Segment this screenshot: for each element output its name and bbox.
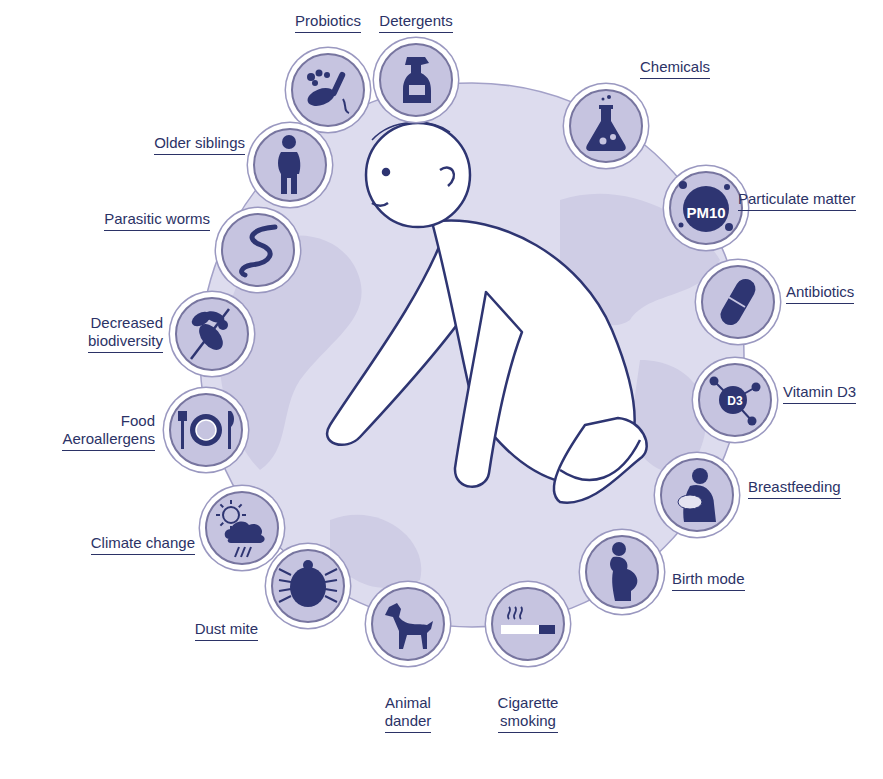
factor-circle: Breastfeeding — [660, 458, 734, 532]
factor-label: Breastfeeding — [748, 478, 841, 499]
baby-figure — [327, 122, 647, 502]
factor-circle: Chemicals — [569, 89, 643, 163]
factor-label: Probiotics — [295, 12, 361, 33]
factor-label: Climate change — [91, 534, 195, 555]
factor-label: Older siblings — [154, 134, 245, 155]
factor-label: Animal dander — [385, 694, 432, 733]
factor-label: Antibiotics — [786, 283, 854, 304]
factor-icon — [221, 213, 295, 287]
factor-label: Parasitic worms — [104, 210, 210, 231]
factor-icon — [371, 587, 445, 661]
factor-icon — [701, 265, 775, 339]
factor-label: Dust mite — [195, 620, 258, 641]
factor-icon — [491, 587, 565, 661]
continents — [219, 194, 720, 588]
factor-circle: Older siblings — [253, 128, 327, 202]
factor-label: Particulate matter — [738, 190, 856, 211]
factor-circle: Decreased biodiversity — [175, 297, 249, 371]
factor-icon — [569, 89, 643, 163]
factor-circle: Parasitic worms — [221, 213, 295, 287]
factor-label: Birth mode — [672, 570, 745, 591]
factor-circle: Cigarette smoking — [491, 587, 565, 661]
icon-text: PM10 — [686, 204, 725, 221]
factor-circle: Particulate matterPM10 — [669, 171, 743, 245]
factor-circle: Vitamin D3D3 — [698, 363, 772, 437]
factor-icon — [379, 43, 453, 117]
factor-circle: Antibiotics — [701, 265, 775, 339]
factor-label: Vitamin D3 — [783, 383, 856, 404]
factor-circle: Dust mite — [271, 549, 345, 623]
factor-circle: Climate change — [205, 491, 279, 565]
factor-label: Chemicals — [640, 58, 710, 79]
factor-circle: Detergents — [379, 43, 453, 117]
factor-icon — [253, 128, 327, 202]
factor-icon — [291, 53, 365, 127]
factor-icon — [585, 535, 659, 609]
factor-label: Food Aeroallergens — [62, 412, 155, 451]
factor-circle: Probiotics — [291, 53, 365, 127]
factor-circle: Animal dander — [371, 587, 445, 661]
factor-icon — [660, 458, 734, 532]
globe-ring — [200, 83, 744, 627]
factor-label: Detergents — [379, 12, 452, 33]
factor-circle: Birth mode — [585, 535, 659, 609]
icon-text: D3 — [727, 394, 742, 408]
factor-icon — [205, 491, 279, 565]
factor-icon — [169, 393, 243, 467]
factor-label: Cigarette smoking — [498, 694, 559, 733]
factor-icon — [175, 297, 249, 371]
factor-circle: Food Aeroallergens — [169, 393, 243, 467]
factor-icon — [271, 549, 345, 623]
factor-label: Decreased biodiversity — [88, 314, 163, 353]
